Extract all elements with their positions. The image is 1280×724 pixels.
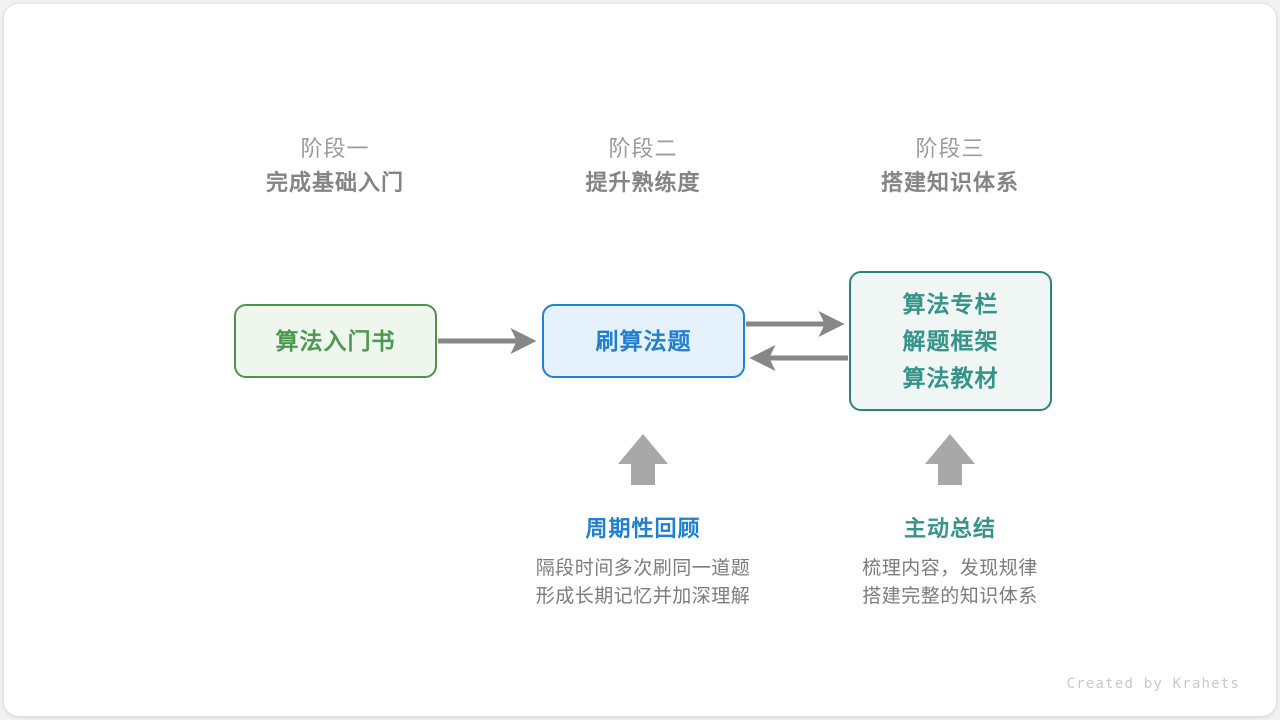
node-algorithm-intro-book[interactable]: 算法入门书 [234,304,437,378]
annotation-review-title: 周期性回顾 [585,516,701,541]
node-book-line-1: 算法入门书 [275,327,396,354]
annotation-active-summary: 主动总结 梳理内容，发现规律 搭建完整的知识体系 [800,512,1100,611]
stage-3-top-label: 阶段三 [915,136,985,161]
stage-header-2: 阶段二 提升熟练度 [513,132,773,200]
stage-3-sub-label: 搭建知识体系 [880,170,1019,195]
page-card: 阶段一 完成基础入门 阶段二 提升熟练度 阶段三 搭建知识体系 [4,4,1276,716]
up-arrow-review [618,434,668,485]
stage-header-3: 阶段三 搭建知识体系 [820,132,1080,200]
annotation-review-line-1: 隔段时间多次刷同一道题 [535,558,751,579]
stage-2-top-label: 阶段二 [608,136,678,161]
node-learning-resources[interactable]: 算法专栏 解题框架 算法教材 [849,271,1052,411]
node-practice-problems[interactable]: 刷算法题 [542,304,745,378]
stage-1-sub-label: 完成基础入门 [265,170,404,195]
annotation-summary-line-1: 梳理内容，发现规律 [862,558,1038,579]
node-resources-line-2: 解题框架 [902,327,999,354]
up-arrow-summary [925,434,975,485]
footer-credit: Created by Krahets [1066,676,1240,692]
node-resources-line-1: 算法专栏 [902,290,999,317]
annotation-summary-line-2: 搭建完整的知识体系 [862,586,1038,607]
node-resources-line-3: 算法教材 [902,364,999,391]
annotation-review-line-2: 形成长期记忆并加深理解 [535,586,751,607]
stage-1-top-label: 阶段一 [300,136,370,161]
stage-header-1: 阶段一 完成基础入门 [205,132,465,200]
node-practice-line-1: 刷算法题 [595,327,692,354]
stage-2-sub-label: 提升熟练度 [585,170,701,195]
annotation-periodic-review: 周期性回顾 隔段时间多次刷同一道题 形成长期记忆并加深理解 [493,512,793,611]
annotation-summary-title: 主动总结 [903,516,996,541]
